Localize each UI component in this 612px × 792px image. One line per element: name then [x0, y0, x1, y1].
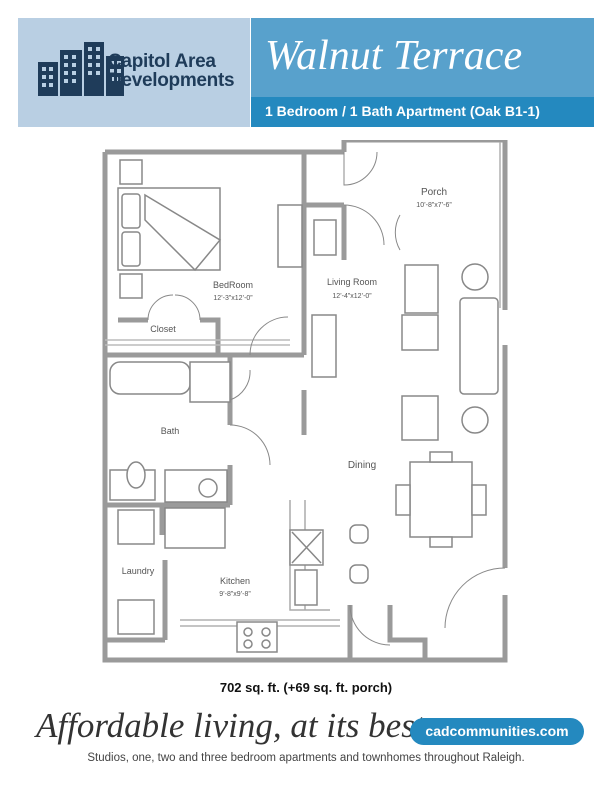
room-living: Living Room [327, 277, 377, 287]
brand-name-line2: Developments [108, 70, 235, 91]
room-living-dims: 12’-4”x12’-0” [332, 293, 372, 300]
wall [341, 140, 508, 310]
footer-text: Studios, one, two and three bedroom apar… [87, 752, 525, 764]
title-banner: Walnut Terrace [251, 18, 594, 97]
room-porch: Porch [421, 187, 447, 198]
brand-name: Capitol Area Developments [108, 51, 235, 91]
room-bedroom: BedRoom [213, 280, 253, 290]
room-closet: Closet [150, 324, 176, 334]
page-title: Walnut Terrace [265, 33, 523, 79]
brand-name-line1: Capitol Area [108, 51, 216, 72]
tagline: Affordable living, at its best. [36, 706, 434, 745]
wall [387, 605, 428, 660]
logo-panel: Capitol Area Developments [18, 18, 250, 127]
floor-plan: Porch 10’-8”x7’-6” BedRoom 12’-3”x12’-0”… [102, 140, 508, 663]
square-footage: 702 sq. ft. (+69 sq. ft. porch) [219, 680, 393, 695]
wall [118, 317, 221, 355]
unit-type: 1 Bedroom / 1 Bath Apartment (Oak B1-1) [265, 103, 540, 119]
room-bath: Bath [161, 426, 180, 436]
room-kitchen-dims: 9’-8”x9’-8” [219, 591, 251, 598]
room-kitchen: Kitchen [220, 576, 250, 586]
buildings-icon [38, 42, 124, 96]
wall [102, 152, 508, 663]
room-dining: Dining [348, 460, 376, 471]
website-link[interactable]: cadcommunities.com [410, 718, 584, 745]
room-laundry: Laundry [122, 566, 155, 576]
room-porch-dims: 10’-8”x7’-6” [416, 202, 452, 209]
room-bedroom-dims: 12’-3”x12’-0” [213, 295, 253, 302]
subtitle-banner: 1 Bedroom / 1 Bath Apartment (Oak B1-1) [251, 97, 594, 127]
